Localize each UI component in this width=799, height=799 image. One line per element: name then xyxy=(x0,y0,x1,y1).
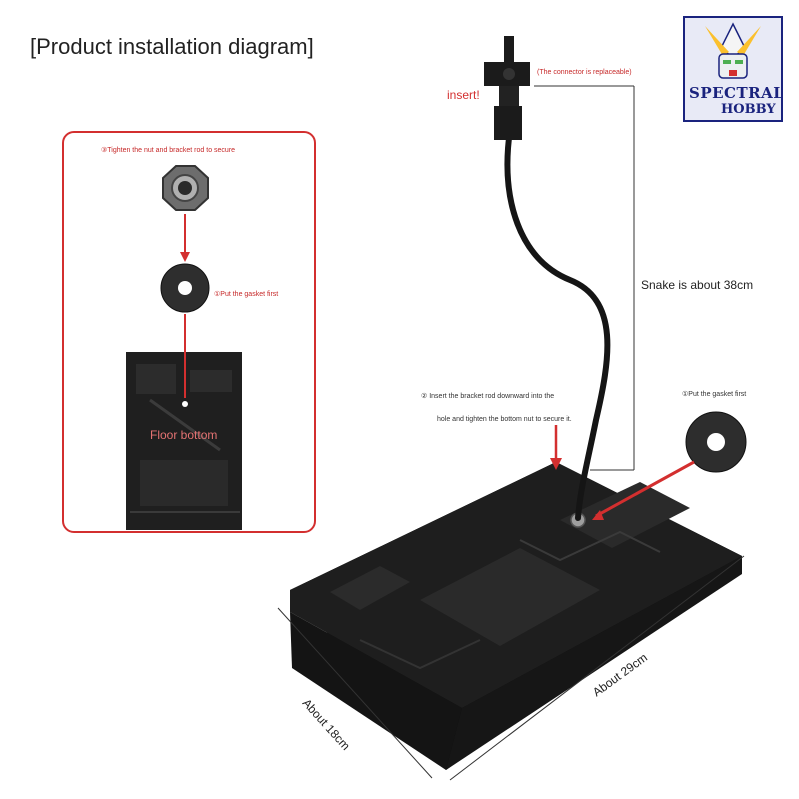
connector-note: (The connector is replaceable) xyxy=(537,69,632,76)
inset-step-tighten: ③Tighten the nut and bracket rod to secu… xyxy=(101,147,236,154)
connector-head xyxy=(484,36,530,140)
gasket-icon xyxy=(160,263,210,313)
page-title: [Product installation diagram] xyxy=(30,34,314,59)
insert-arrow-head xyxy=(550,458,562,470)
width-dimension-line xyxy=(277,607,433,779)
display-base xyxy=(290,462,742,770)
inset-arrow-1-head xyxy=(180,252,190,262)
floor-bottom-label: Floor bottom xyxy=(150,428,218,442)
gasket-arrow-head xyxy=(592,510,604,520)
main-step-gasket: ①Put the gasket first xyxy=(682,391,747,398)
robot-head-icon xyxy=(705,22,761,79)
inset-panel xyxy=(62,131,316,533)
floor-bottom-board xyxy=(126,352,242,530)
snake-length-label: Snake is about 38cm xyxy=(641,278,754,292)
logo-text-top: SPECTRAL xyxy=(689,84,783,102)
nut-icon xyxy=(162,165,209,211)
gasket-arrow xyxy=(595,460,695,518)
snake-arm xyxy=(504,127,611,521)
step-insert-line2: hole and tighten the bottom nut to secur… xyxy=(437,416,572,423)
step-insert-line1: ② Insert the bracket rod downward into t… xyxy=(421,393,555,400)
logo-text-bottom: HOBBY xyxy=(721,102,776,117)
insert-label: insert! xyxy=(447,88,480,102)
brand-logo: SPECTRAL HOBBY xyxy=(683,16,783,122)
main-gasket-icon xyxy=(685,411,747,473)
length-dimension-line xyxy=(449,555,745,781)
inset-step-gasket: ①Put the gasket first xyxy=(214,291,279,298)
insert-hole-dot xyxy=(182,401,188,407)
